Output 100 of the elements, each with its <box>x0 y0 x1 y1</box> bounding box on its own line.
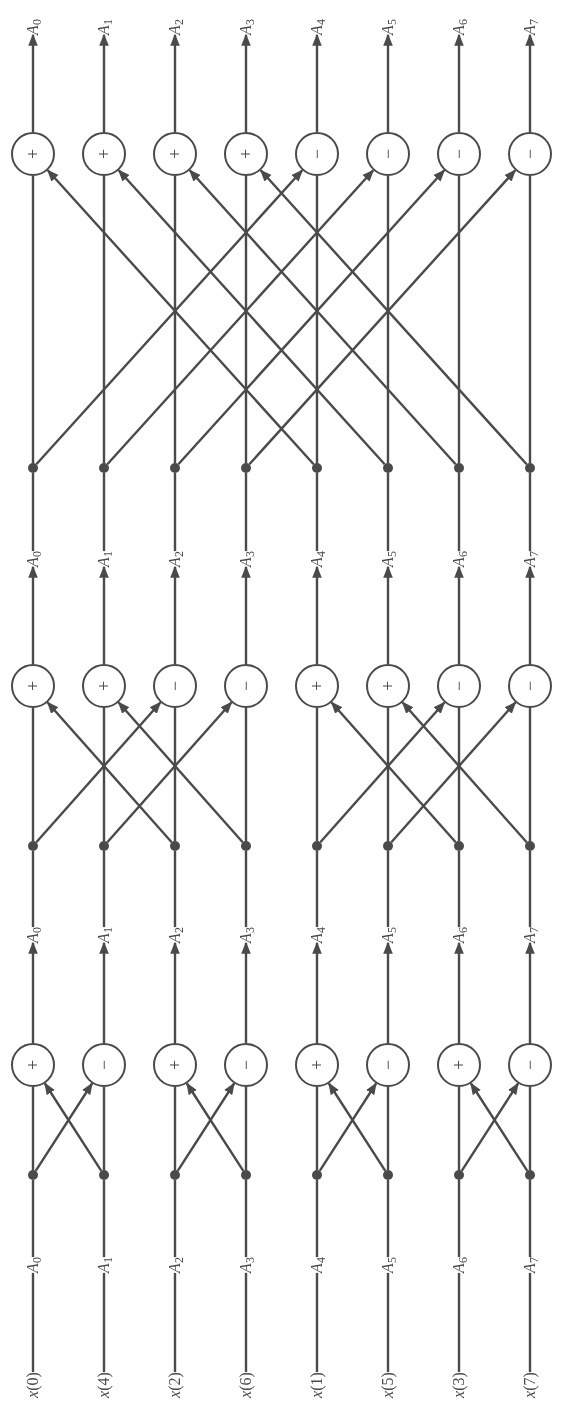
arrow <box>99 941 109 1043</box>
connector-line <box>173 708 177 841</box>
connector-line <box>31 1272 35 1373</box>
connector-line <box>173 473 177 552</box>
connector-line <box>457 851 461 928</box>
connector-line <box>102 176 106 463</box>
connector-line <box>386 176 390 463</box>
arrow <box>312 941 322 1043</box>
summing-node: − <box>82 1043 126 1087</box>
connector-line <box>457 1180 461 1258</box>
connector-line <box>102 851 106 928</box>
arrow <box>401 701 528 844</box>
connector-line <box>31 1180 35 1258</box>
summing-node: + <box>437 1043 481 1087</box>
arrow <box>176 1082 236 1172</box>
connector-line <box>386 1180 390 1258</box>
summing-node: + <box>153 1043 197 1087</box>
input-label: x(7) <box>522 1372 538 1398</box>
connector-line <box>173 1087 177 1170</box>
summing-node: − <box>437 664 481 708</box>
arrow <box>460 1082 520 1172</box>
summing-node: − <box>224 1043 268 1087</box>
connector-line <box>528 473 532 552</box>
input-label: x(4) <box>96 1372 112 1398</box>
arrow <box>99 565 109 664</box>
connector-line <box>244 176 248 463</box>
arrow <box>170 941 180 1043</box>
arrow <box>454 565 464 664</box>
connector-line <box>315 473 319 552</box>
summing-node: − <box>508 664 552 708</box>
connector-line <box>315 851 319 928</box>
connector-line <box>315 708 319 841</box>
connector-line <box>528 708 532 841</box>
connector-line <box>31 1087 35 1170</box>
connector-line <box>457 708 461 841</box>
arrow <box>330 701 457 844</box>
connector-line <box>457 176 461 463</box>
connector-line <box>102 708 106 841</box>
arrow <box>46 701 173 844</box>
arrow <box>28 565 38 664</box>
arrow <box>383 33 393 132</box>
connector-line <box>244 1087 248 1170</box>
summing-node: + <box>82 132 126 176</box>
arrow <box>185 1082 245 1172</box>
connector-line <box>102 1272 106 1373</box>
connector-line <box>31 851 35 928</box>
arrow <box>170 33 180 132</box>
connector-line <box>31 708 35 841</box>
summing-node: − <box>224 664 268 708</box>
connector-line <box>315 176 319 463</box>
arrow <box>312 565 322 664</box>
summing-node: + <box>11 664 55 708</box>
connector-line <box>528 851 532 928</box>
connector-line <box>386 1272 390 1373</box>
connector-line <box>528 176 532 463</box>
input-label: x(0) <box>25 1372 41 1398</box>
arrow <box>170 565 180 664</box>
arrow <box>383 565 393 664</box>
connector-line <box>457 473 461 552</box>
arrow <box>454 941 464 1043</box>
connector-line <box>244 1272 248 1373</box>
connector-line <box>315 1180 319 1258</box>
arrow <box>241 565 251 664</box>
arrow <box>34 1082 94 1172</box>
summing-node: − <box>508 1043 552 1087</box>
summing-node: + <box>295 664 339 708</box>
connector-line <box>315 1272 319 1373</box>
arrow <box>319 701 446 844</box>
arrow <box>525 33 535 132</box>
arrow <box>106 701 233 844</box>
arrow <box>390 701 517 844</box>
arrow <box>241 941 251 1043</box>
connector-line <box>528 1272 532 1373</box>
connector-line <box>244 1180 248 1258</box>
connector-line <box>386 851 390 928</box>
arrow <box>525 941 535 1043</box>
input-label: x(2) <box>167 1372 183 1398</box>
summing-node: + <box>11 132 55 176</box>
connector-line <box>173 1180 177 1258</box>
connector-line <box>386 473 390 552</box>
connector-line <box>244 473 248 552</box>
arrow <box>318 1082 378 1172</box>
summing-node: − <box>295 132 339 176</box>
arrow <box>28 941 38 1043</box>
summing-node: − <box>366 132 410 176</box>
summing-node: + <box>366 664 410 708</box>
input-label: x(5) <box>380 1372 396 1398</box>
connector-line <box>173 176 177 463</box>
arrow <box>117 701 244 844</box>
arrow <box>43 1082 103 1172</box>
input-label: x(3) <box>451 1372 467 1398</box>
arrow <box>454 33 464 132</box>
arrow <box>327 1082 387 1172</box>
connector-line <box>244 851 248 928</box>
summing-node: + <box>11 1043 55 1087</box>
arrow <box>241 33 251 132</box>
connector-line <box>102 473 106 552</box>
arrow <box>99 33 109 132</box>
input-label: x(6) <box>238 1372 254 1398</box>
arrow <box>525 565 535 664</box>
